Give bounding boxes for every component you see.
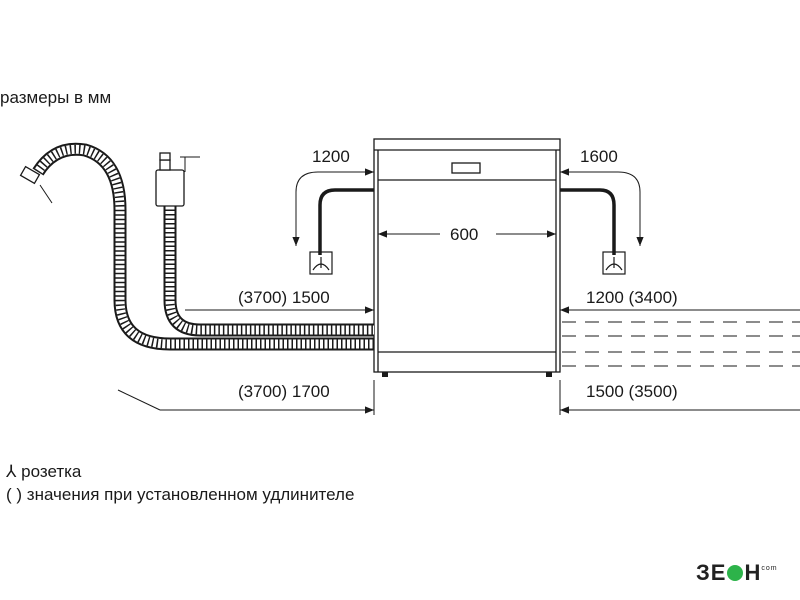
logo-small-text: com	[761, 565, 778, 572]
extension-dashes	[562, 321, 800, 367]
dim-top-left-label: 1200	[312, 147, 350, 166]
dim-left-inlet-label: (3700) 1500	[238, 288, 330, 307]
units-note: размеры в мм	[0, 88, 112, 107]
zeon-logo: ЗЕ Нcom	[696, 560, 778, 586]
aquastop-valve	[155, 152, 185, 207]
logo-circle-icon	[727, 565, 744, 581]
inlet-hose	[163, 205, 374, 337]
dim-right-inlet-label: 1200 (3400)	[586, 288, 678, 307]
legend-parentheses-label: значения при установленном удлинителе	[26, 485, 355, 504]
legend-socket-label: розетка	[21, 462, 82, 481]
appliance-feet	[382, 372, 552, 377]
dimension-arrows	[117, 156, 800, 415]
legend-parentheses: ( ) значения при установленном удлинител…	[6, 484, 354, 506]
socket-left	[309, 251, 333, 275]
parentheses-symbol: ( )	[6, 485, 23, 504]
drain-hose-end-line	[39, 184, 53, 204]
dim-top-right-label: 1600	[580, 147, 618, 166]
power-cord-right	[560, 188, 616, 255]
socket-symbol-icon: ⅄	[6, 462, 17, 481]
dishwasher-outline	[373, 138, 561, 373]
drain-hose-end	[19, 165, 41, 185]
dim-left-drain-label: (3700) 1700	[238, 382, 330, 401]
logo-text-left: ЗЕ	[696, 560, 727, 585]
dim-right-drain-label: 1500 (3500)	[586, 382, 678, 401]
power-cord-left	[318, 188, 374, 255]
drain-hose	[32, 142, 374, 351]
legend-socket: ⅄ розетка	[6, 461, 81, 483]
socket-right	[602, 251, 626, 275]
logo-text-right: Н	[744, 560, 762, 585]
dim-width-label: 600	[450, 225, 478, 244]
